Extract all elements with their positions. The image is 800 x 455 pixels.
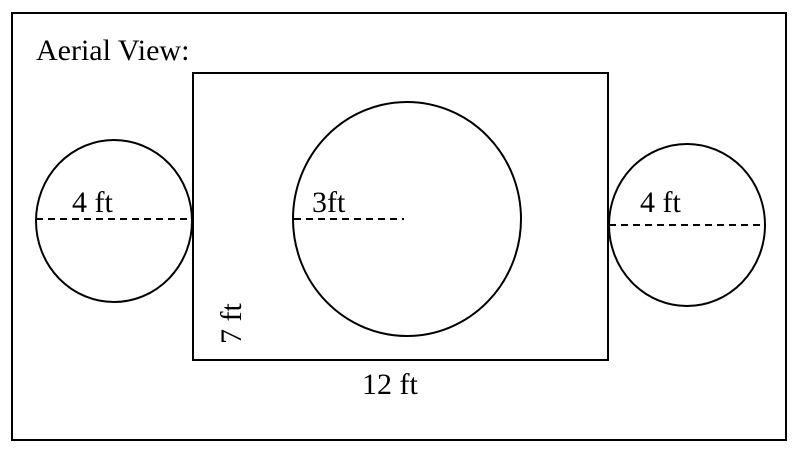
rectangle-height-label: 7 ft [215,303,248,344]
center-circle-radius-label: 3ft [312,186,346,219]
center-circle [292,101,522,337]
diagram-title: Aerial View: [36,34,189,67]
left-circle [35,139,193,303]
right-circle-diameter-label: 4 ft [640,186,681,219]
diagram-frame [11,12,787,441]
main-rectangle [192,72,609,361]
left-circle-diameter-label: 4 ft [72,186,113,219]
rectangle-width-label: 12 ft [362,368,418,401]
